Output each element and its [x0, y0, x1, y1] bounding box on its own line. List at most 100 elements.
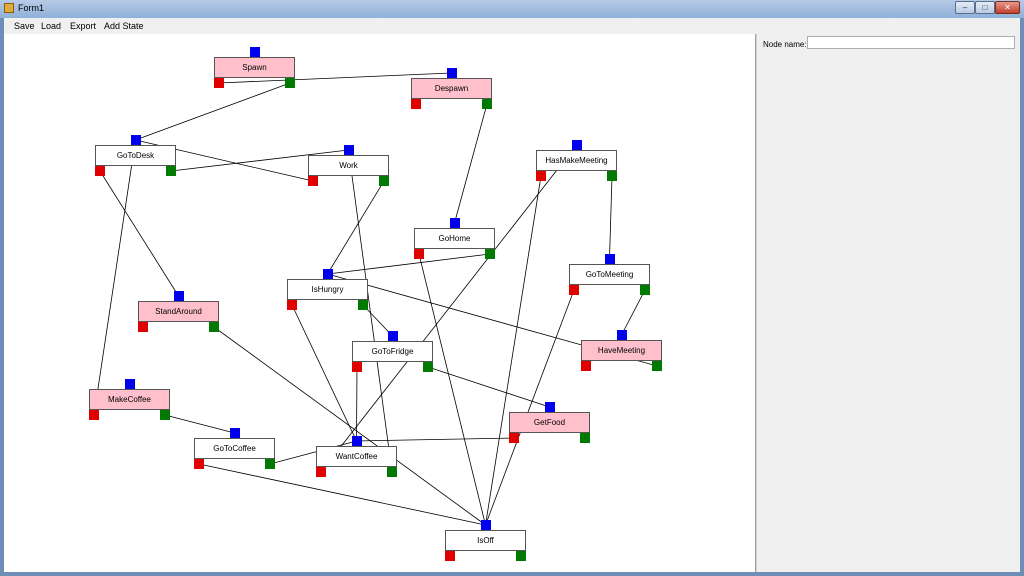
input-port[interactable]: [449, 218, 460, 228]
edge-getfood-fail-wantcoffee: [356, 437, 515, 442]
fail-port[interactable]: [316, 467, 326, 477]
edge-ishungry-ok-gotofridge: [362, 304, 393, 337]
state-node-work[interactable]: Work: [308, 155, 389, 176]
fail-port[interactable]: [95, 166, 105, 176]
edge-gotocoffee-fail-isoff: [198, 463, 486, 526]
fail-port[interactable]: [194, 459, 204, 469]
success-port[interactable]: [265, 459, 275, 469]
input-port[interactable]: [616, 330, 627, 340]
fail-port[interactable]: [214, 78, 224, 88]
input-port[interactable]: [351, 436, 362, 446]
success-port[interactable]: [160, 410, 170, 420]
input-port[interactable]: [249, 47, 260, 57]
edge-ishungry-fail-wantcoffee: [291, 304, 357, 442]
fail-port[interactable]: [138, 322, 148, 332]
maximize-button[interactable]: □: [975, 1, 995, 14]
input-port[interactable]: [544, 402, 555, 412]
edge-hasmakemeeting-fail-isoff: [485, 175, 542, 526]
edge-layer: [93, 72, 658, 526]
success-port[interactable]: [387, 467, 397, 477]
edge-hasmakemeeting-ok-gotomeeting: [609, 175, 613, 260]
edge-gohome-ok-ishungry: [327, 253, 491, 275]
success-port[interactable]: [485, 249, 495, 259]
success-port[interactable]: [482, 99, 492, 109]
success-port[interactable]: [379, 176, 389, 186]
fail-port[interactable]: [308, 176, 318, 186]
title-bar: Form1 – □ ✕: [0, 0, 1024, 18]
properties-panel: Node name:: [757, 34, 1020, 572]
state-node-gotofridge[interactable]: GoToFridge: [352, 341, 433, 362]
fail-port[interactable]: [509, 433, 519, 443]
success-port[interactable]: [358, 300, 368, 310]
state-node-spawn[interactable]: Spawn: [214, 57, 295, 78]
success-port[interactable]: [640, 285, 650, 295]
input-port[interactable]: [229, 428, 240, 438]
success-port[interactable]: [166, 166, 176, 176]
state-node-gohome[interactable]: GoHome: [414, 228, 495, 249]
edge-gotodesk-fail-standaround: [99, 170, 179, 297]
input-port[interactable]: [124, 379, 135, 389]
edge-gotomeeting-fail-isoff: [485, 289, 575, 526]
state-node-isoff[interactable]: IsOff: [445, 530, 526, 551]
fail-port[interactable]: [445, 551, 455, 561]
edge-gotomeeting-ok-havemeeting: [621, 289, 646, 336]
menu-add-state[interactable]: Add State: [104, 21, 144, 31]
fail-port[interactable]: [89, 410, 99, 420]
edge-spawn-ok-gotodesk: [135, 82, 291, 141]
state-node-getfood[interactable]: GetFood: [509, 412, 590, 433]
success-port[interactable]: [516, 551, 526, 561]
input-port[interactable]: [173, 291, 184, 301]
input-port[interactable]: [571, 140, 582, 150]
input-port[interactable]: [604, 254, 615, 264]
menu-load[interactable]: Load: [41, 21, 62, 31]
node-name-label: Node name:: [763, 40, 807, 49]
fail-port[interactable]: [287, 300, 297, 310]
node-name-input[interactable]: [807, 36, 1015, 49]
edge-gotofridge-fail-wantcoffee: [356, 366, 358, 442]
success-port[interactable]: [285, 78, 295, 88]
state-node-gotodesk[interactable]: GoToDesk: [95, 145, 176, 166]
input-port[interactable]: [130, 135, 141, 145]
state-node-gotomeeting[interactable]: GoToMeeting: [569, 264, 650, 285]
fail-port[interactable]: [536, 171, 546, 181]
state-node-despawn[interactable]: Despawn: [411, 78, 492, 99]
app-icon: [4, 3, 14, 13]
success-port[interactable]: [607, 171, 617, 181]
edge-makecoffee-ok-gotocoffee: [164, 414, 235, 434]
close-button[interactable]: ✕: [995, 1, 1020, 14]
menu-save[interactable]: Save: [14, 21, 35, 31]
input-port[interactable]: [343, 145, 354, 155]
input-port[interactable]: [446, 68, 457, 78]
input-port[interactable]: [322, 269, 333, 279]
fail-port[interactable]: [581, 361, 591, 371]
input-port[interactable]: [480, 520, 491, 530]
splitter[interactable]: [755, 34, 757, 572]
edge-gotodesk-ok-work: [170, 149, 349, 172]
state-node-wantcoffee[interactable]: WantCoffee: [316, 446, 397, 467]
edge-despawn-ok-gohome: [454, 103, 488, 224]
window-title: Form1: [18, 3, 45, 13]
state-node-standaround[interactable]: StandAround: [138, 301, 219, 322]
input-port[interactable]: [387, 331, 398, 341]
minimize-button[interactable]: –: [955, 1, 975, 14]
fail-port[interactable]: [411, 99, 421, 109]
state-node-makecoffee[interactable]: MakeCoffee: [89, 389, 170, 410]
fail-port[interactable]: [352, 362, 362, 372]
fail-port[interactable]: [414, 249, 424, 259]
success-port[interactable]: [652, 361, 662, 371]
edge-work-ok-ishungry: [327, 180, 385, 275]
success-port[interactable]: [209, 322, 219, 332]
success-port[interactable]: [580, 433, 590, 443]
menu-bar: Save Load Export Add State: [4, 18, 1020, 34]
state-node-havemeeting[interactable]: HaveMeeting: [581, 340, 662, 361]
success-port[interactable]: [423, 362, 433, 372]
menu-export[interactable]: Export: [70, 21, 97, 31]
edge-gotofridge-ok-getfood: [427, 366, 550, 408]
edge-spawn-fail-despawn: [218, 72, 452, 84]
state-node-hasmakemeeting[interactable]: HasMakeMeeting: [536, 150, 617, 171]
fail-port[interactable]: [569, 285, 579, 295]
edge-gohome-fail-isoff: [418, 253, 486, 526]
state-node-ishungry[interactable]: IsHungry: [287, 279, 368, 300]
state-node-gotocoffee[interactable]: GoToCoffee: [194, 438, 275, 459]
